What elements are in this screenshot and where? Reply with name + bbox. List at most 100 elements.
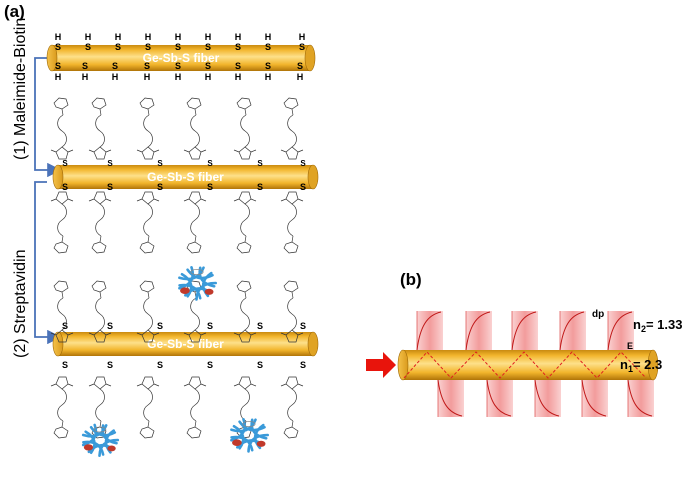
hydrogen-bottom-6: H: [235, 72, 242, 82]
sulfur-f3-top-5: S: [300, 321, 306, 331]
sulfur-f2-top-0: S: [62, 159, 68, 168]
panel-a-fibers: Ge-Sb-S fiberHSHSHSHSHSHSHSHSHSSHSHSHSHS…: [46, 32, 319, 370]
sulfur-bottom-1: S: [82, 61, 88, 71]
linker-row4-0: [50, 376, 74, 439]
streptavidin-proteins: [81, 266, 269, 457]
linker-row1-0: [50, 97, 74, 160]
hydrogen-top-8: H: [299, 32, 306, 42]
hydrogen-bottom-2: H: [112, 72, 119, 82]
hydrogen-bottom-7: H: [265, 72, 272, 82]
hydrogen-top-1: H: [85, 32, 92, 42]
hydrogen-bottom-0: H: [55, 72, 62, 82]
linker-row3-4: [233, 280, 257, 343]
sulfur-bottom-3: S: [144, 61, 150, 71]
hydrogen-bottom-5: H: [205, 72, 212, 82]
linker-row3-5: [280, 280, 304, 343]
hydrogen-top-4: H: [175, 32, 182, 42]
sulfur-bottom-0: S: [55, 61, 61, 71]
sulfur-bottom-2: S: [112, 61, 118, 71]
evanescent-bottom-3: [581, 379, 608, 417]
evanescent-top-0: [416, 311, 443, 351]
evanescent-top-4: [607, 311, 634, 351]
hydrogen-top-3: H: [145, 32, 152, 42]
hydrogen-bottom-3: H: [144, 72, 151, 82]
evanescent-fields: [416, 311, 654, 417]
n1-label: n1= 2.3: [620, 357, 662, 374]
step2-arrow: [34, 181, 62, 345]
hydrogen-bottom-8: H: [297, 72, 304, 82]
fiber-label: Ge-Sb-S fiber: [147, 170, 224, 184]
evanescent-bottom-2: [534, 379, 561, 417]
sulfur-top-4: S: [175, 42, 181, 52]
sulfur-f2-top-4: S: [257, 159, 263, 168]
linker-row2-2: [136, 191, 160, 254]
fiber-1: Ge-Sb-S fiber: [46, 44, 316, 72]
streptavidin-2: [81, 423, 120, 457]
n2-label: n2= 1.33: [633, 317, 682, 334]
dp-label: dp: [592, 309, 604, 320]
panel-a-label: (a): [4, 2, 25, 21]
evanescent-top-2: [511, 311, 538, 351]
e-label: E: [627, 341, 633, 351]
sulfur-bottom-6: S: [235, 61, 241, 71]
sulfur-f3-top-4: S: [257, 321, 263, 331]
sulfur-top-3: S: [145, 42, 151, 52]
light-path: [403, 351, 647, 379]
sulfur-bottom-7: S: [265, 61, 271, 71]
evanescent-bottom-0: [437, 379, 464, 417]
hydrogen-top-2: H: [115, 32, 122, 42]
evanescent-bottom-1: [486, 379, 513, 417]
sulfur-f3-bottom-0: S: [62, 360, 68, 370]
linker-row1-4: [233, 97, 257, 160]
linker-row3-1: [88, 280, 112, 343]
step2-label: (2) Streptavidin: [12, 250, 29, 359]
biotin-linkers: [50, 97, 304, 439]
hydrogen-bottom-1: H: [82, 72, 89, 82]
sulfur-f3-bottom-1: S: [107, 360, 113, 370]
sulfur-f3-top-3: S: [207, 321, 213, 331]
sulfur-f3-top-0: S: [62, 321, 68, 331]
sulfur-f3-bottom-5: S: [300, 360, 306, 370]
linker-row4-5: [280, 376, 304, 439]
sulfur-bottom-5: S: [205, 61, 211, 71]
linker-row2-5: [280, 191, 304, 254]
sulfur-f2-top-2: S: [157, 159, 163, 168]
hydrogen-top-5: H: [205, 32, 212, 42]
evanescent-bottom-4: [627, 379, 654, 417]
panel-b-label: (b): [400, 270, 422, 289]
linker-row2-1: [88, 191, 112, 254]
sulfur-f2-top-3: S: [207, 159, 213, 168]
fiber-label: Ge-Sb-S fiber: [143, 51, 220, 65]
fiber-label: Ge-Sb-S fiber: [147, 337, 224, 351]
linker-row3-2: [136, 280, 160, 343]
hydrogen-bottom-4: H: [175, 72, 182, 82]
linker-row2-3: [183, 191, 207, 254]
evanescent-top-1: [465, 311, 492, 351]
sulfur-f2-5: S: [300, 182, 306, 192]
sulfur-f2-4: S: [257, 182, 263, 192]
sulfur-top-0: S: [55, 42, 61, 52]
sulfur-f2-top-1: S: [107, 159, 113, 168]
sulfur-top-6: S: [235, 42, 241, 52]
sulfur-f3-bottom-2: S: [157, 360, 163, 370]
linker-row1-1: [88, 97, 112, 160]
sulfur-bottom-8: S: [297, 61, 303, 71]
sulfur-bottom-4: S: [175, 61, 181, 71]
linker-row2-4: [233, 191, 257, 254]
sulfur-f3-top-2: S: [157, 321, 163, 331]
sulfur-top-5: S: [205, 42, 211, 52]
step1-arrow: [34, 57, 62, 178]
evanescent-top-3: [559, 311, 586, 351]
linker-row4-2: [136, 376, 160, 439]
sulfur-f2-3: S: [207, 182, 213, 192]
panel-b-fiber: [397, 349, 659, 381]
sulfur-top-7: S: [265, 42, 271, 52]
hydrogen-top-6: H: [235, 32, 242, 42]
ray-zigzag: [403, 351, 647, 379]
input-light-arrow: [366, 352, 396, 378]
linker-row3-0: [50, 280, 74, 343]
sulfur-f2-1: S: [107, 182, 113, 192]
hydrogen-top-0: H: [55, 32, 62, 42]
hydrogen-top-7: H: [265, 32, 272, 42]
sulfur-top-1: S: [85, 42, 91, 52]
